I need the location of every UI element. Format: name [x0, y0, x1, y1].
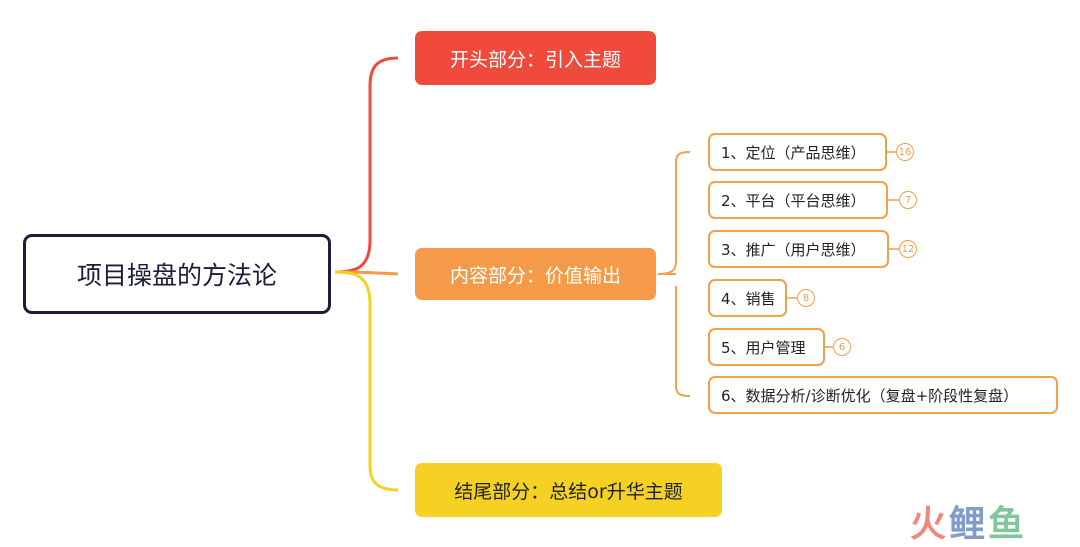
count-badge[interactable]: 8: [797, 289, 815, 307]
leaf-label: 2、平台（平台思维）: [721, 191, 866, 210]
branch-content[interactable]: 内容部分：价值输出: [415, 248, 656, 300]
leaf-data-analysis[interactable]: 6、数据分析/诊断优化（复盘+阶段性复盘）: [708, 376, 1058, 414]
leaf-label: 5、用户管理: [721, 338, 806, 357]
root-node[interactable]: 项目操盘的方法论: [23, 234, 331, 314]
connector-yellow: [334, 270, 399, 492]
count-badge-value: 8: [802, 292, 810, 304]
count-badge-value: 7: [904, 194, 912, 206]
watermark-char: 鲤: [949, 504, 989, 545]
branch-label: 结尾部分：总结or升华主题: [454, 480, 683, 503]
leaf-label: 4、销售: [721, 289, 776, 308]
branch-label: 内容部分：价值输出: [449, 264, 621, 287]
count-badge[interactable]: 16: [896, 143, 914, 161]
watermark-char: 鱼: [988, 504, 1028, 545]
branch-label: 开头部分：引入主题: [449, 48, 621, 71]
leaf-positioning[interactable]: 1、定位（产品思维）: [708, 133, 887, 171]
leaf-label: 1、定位（产品思维）: [721, 143, 866, 162]
count-badge[interactable]: 12: [899, 240, 917, 258]
count-badge[interactable]: 7: [899, 191, 917, 209]
branch-opening[interactable]: 开头部分：引入主题: [415, 31, 656, 85]
connector-red: [334, 56, 399, 274]
watermark-logo: 火 鲤 鱼: [910, 495, 1027, 547]
count-badge-value: 12: [901, 243, 915, 255]
count-badge-value: 6: [838, 341, 846, 353]
leaf-bracket: [657, 151, 691, 397]
leaf-sales[interactable]: 4、销售: [708, 279, 787, 317]
leaf-user-management[interactable]: 5、用户管理: [708, 328, 825, 366]
count-badge-value: 16: [898, 146, 912, 158]
leaf-label: 3、推广（用户思维）: [721, 240, 866, 259]
root-label: 项目操盘的方法论: [76, 261, 277, 290]
branch-ending[interactable]: 结尾部分：总结or升华主题: [415, 463, 722, 517]
leaf-label: 6、数据分析/诊断优化（复盘+阶段性复盘）: [721, 386, 1019, 405]
watermark-char: 火: [910, 504, 950, 545]
count-badge[interactable]: 6: [833, 338, 851, 356]
leaf-platform[interactable]: 2、平台（平台思维）: [708, 181, 888, 219]
leaf-promotion[interactable]: 3、推广（用户思维）: [708, 230, 889, 268]
